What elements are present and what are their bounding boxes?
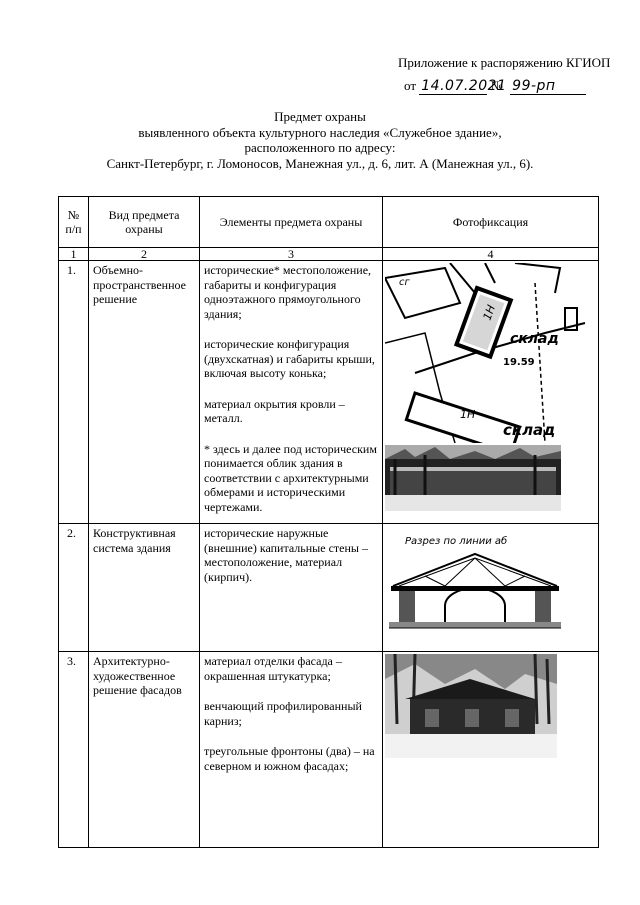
appendix-title: Приложение к распоряжению КГИОП — [398, 55, 611, 70]
heading-line-4: Санкт-Петербург, г. Ломоносов, Манежная … — [106, 155, 534, 171]
photo-cell: сг 1Н склад 19.59 1Н склад — [382, 260, 599, 524]
site-plan-map: сг 1Н склад 19.59 1Н склад — [385, 263, 595, 443]
element-item: венчающий профилированный карниз; — [204, 699, 362, 728]
element-item: материал отделки фасада – окрашенная шту… — [204, 654, 342, 683]
handwritten-number: 99-рп — [510, 78, 587, 95]
map-label: склад — [503, 421, 555, 439]
protection-elements: исторические* местоположение, габариты и… — [199, 260, 383, 524]
table-row: 2. Конструктивная система здания историч… — [58, 523, 599, 652]
element-item: треугольные фронтоны (два) – на северном… — [204, 744, 375, 773]
element-item: исторические конфигурация (двухскатная) … — [204, 337, 375, 380]
col-header-photo: Фотофиксация — [382, 196, 599, 248]
element-item: исторические* местоположение, габариты и… — [204, 263, 372, 321]
table-row: 3. Архитектурно-художественное решение ф… — [58, 651, 599, 848]
col-header-elements: Элементы предмета охраны — [199, 196, 383, 248]
col-number: 4 — [382, 247, 599, 261]
protection-type: Объемно-пространственное решение — [88, 260, 200, 524]
heading-line-2: выявленного объекта культурного наследия… — [138, 124, 502, 140]
map-label: 1Н — [460, 408, 475, 421]
row-number: 1. — [58, 260, 89, 524]
map-label: 19.59 — [503, 357, 535, 368]
drawing-caption: Разрез по линии аб — [405, 535, 507, 547]
protection-type: Архитектурно-художественное решение фаса… — [88, 651, 200, 848]
row-number: 3. — [58, 651, 89, 848]
protection-table: № п/п Вид предмета охраны Элементы предм… — [58, 196, 599, 848]
table-row: 1. Объемно-пространственное решение исто… — [58, 260, 599, 524]
col-number: 1 — [58, 247, 89, 261]
row-number: 2. — [58, 523, 89, 652]
document-heading: Предмет охраны выявленного объекта культ… — [0, 109, 640, 171]
table-header-row: № п/п Вид предмета охраны Элементы предм… — [58, 196, 599, 248]
protection-elements: исторические наружные (внешние) капиталь… — [199, 523, 383, 652]
photo-cell — [382, 651, 599, 848]
protection-elements: материал отделки фасада – окрашенная шту… — [199, 651, 383, 848]
section-drawing: Разрез по линии аб — [385, 526, 565, 634]
handwritten-date: 14.07.2021 — [419, 78, 507, 95]
map-label: склад — [510, 331, 559, 347]
protection-type: Конструктивная система здания — [88, 523, 200, 652]
col-header-type: Вид предмета охраны — [88, 196, 200, 248]
order-reference: от 14.07.2021 № 99-рп — [404, 78, 587, 95]
col-number: 2 — [88, 247, 200, 261]
column-number-row: 1 2 3 4 — [58, 247, 599, 261]
col-header-number: № п/п — [58, 196, 89, 248]
col-number: 3 — [199, 247, 383, 261]
facade-photo — [385, 654, 557, 758]
element-item: материал окрытия кровли – металл. — [204, 396, 345, 426]
photo-cell: Разрез по линии аб — [382, 523, 599, 652]
map-label: 1Н — [481, 303, 498, 322]
building-photo-winter — [385, 445, 561, 511]
from-label: от — [404, 78, 417, 93]
map-label: сг — [399, 277, 410, 288]
element-item: * здесь и далее под историческим понимае… — [204, 441, 377, 514]
element-item: исторические наружные (внешние) капиталь… — [204, 526, 368, 584]
number-label: № — [490, 78, 503, 93]
heading-line-3: расположенного по адресу: — [244, 140, 396, 156]
heading-line-1: Предмет охраны — [274, 109, 366, 124]
